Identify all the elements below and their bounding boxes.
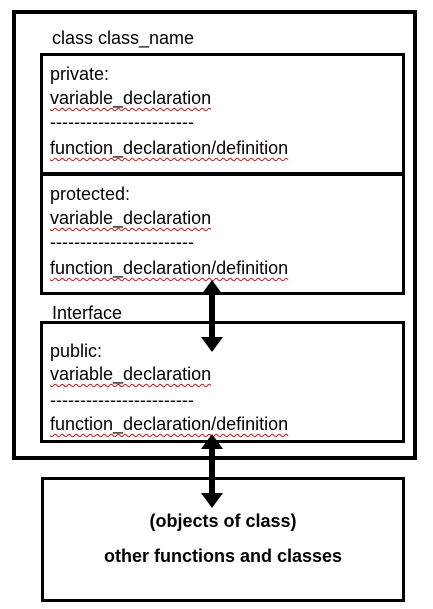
protected-variable-declaration: variable_declaration [50,208,212,228]
private-label: private: [50,64,110,84]
protected-section [40,173,405,295]
public-separator: ------------------------ [50,390,194,410]
private-variable-declaration: variable_declaration [50,88,212,108]
protected-label: protected: [50,184,131,204]
client-line-objects: (objects of class) [149,511,297,531]
public-section [40,321,405,443]
private-section [40,53,405,175]
interface-arrow [201,280,223,352]
interface-label: Interface [52,303,123,323]
protected-separator: ------------------------ [50,232,194,252]
client-line-functions: other functions and classes [103,546,343,566]
public-function-declaration: function_declaration/definition [50,414,289,434]
public-label: public: [50,341,103,361]
client-arrow [201,434,223,508]
class-header: class class_name [52,28,195,48]
private-function-declaration: function_declaration/definition [50,138,289,158]
protected-function-declaration: function_declaration/definition [50,258,289,278]
private-separator: ------------------------ [50,112,194,132]
public-variable-declaration: variable_declaration [50,364,212,384]
client-box [41,477,405,602]
